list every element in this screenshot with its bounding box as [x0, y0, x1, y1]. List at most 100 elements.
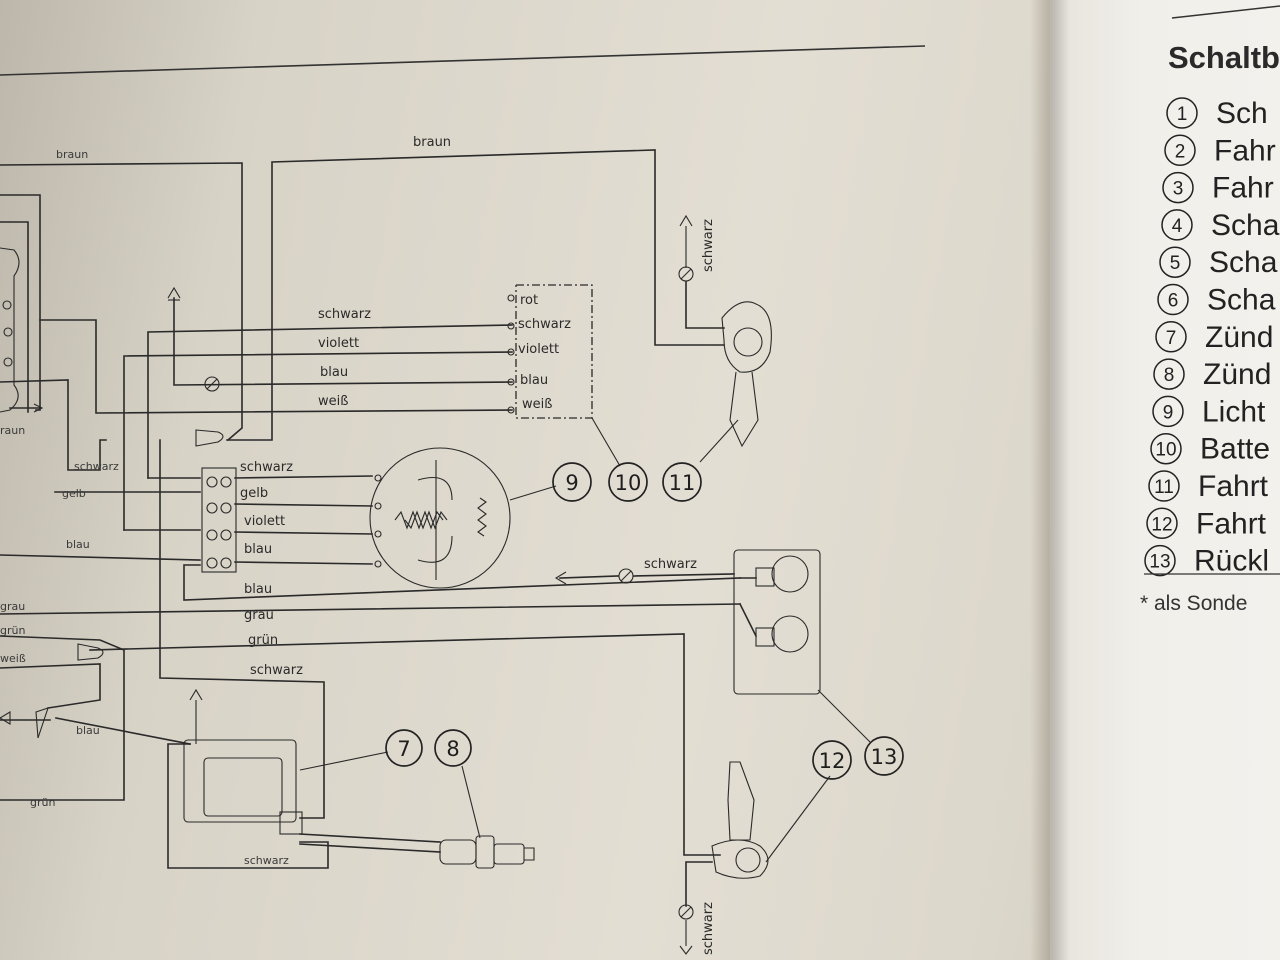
legend-item: 8 Zünd — [1153, 358, 1271, 391]
legend-number: 11 — [1154, 477, 1174, 498]
legend-item: 11 Fahrt — [1148, 470, 1269, 503]
callout-13: 13 — [864, 736, 904, 776]
legend-text: Fahrt — [1198, 470, 1269, 503]
label-weiss: weiß — [318, 394, 348, 409]
label-gruen: grün — [248, 633, 278, 648]
lower-wires — [0, 439, 741, 869]
label-gruen-left: grün — [0, 624, 25, 637]
terminal-weiss: weiß — [522, 397, 552, 412]
callout-8: 8 — [434, 729, 472, 767]
label-schwarz-bottom: schwarz — [244, 854, 289, 867]
turn-signal-front — [678, 214, 772, 448]
label-grau: grau — [244, 608, 274, 623]
legend-number-circle — [1148, 470, 1180, 502]
legend-number: 1 — [1177, 104, 1188, 125]
label-blau-lower: blau — [244, 582, 272, 597]
callout-leaders — [299, 417, 871, 863]
legend-item: 7 Zünd — [1155, 321, 1273, 354]
label-blau-bl: blau — [76, 724, 100, 737]
legend-number: 2 — [1175, 141, 1186, 162]
legend-title: Schaltb — [1168, 40, 1280, 75]
label-braun-left: braun — [56, 148, 88, 161]
legend-number: 7 — [1166, 328, 1177, 349]
spark-plug — [439, 835, 535, 869]
label-braun-cut: raun — [0, 424, 25, 437]
legend-text: Sch — [1216, 97, 1268, 130]
callout-7: 7 — [385, 729, 423, 767]
callout-11: 11 — [662, 462, 702, 502]
legend-number-circle — [1153, 358, 1185, 390]
svg-text:9: 9 — [565, 471, 578, 495]
label-schwarz: schwarz — [318, 307, 371, 322]
terminal-blau: blau — [520, 373, 548, 388]
label-grau-left: grau — [0, 600, 25, 613]
label-blau: blau — [320, 365, 348, 380]
legend-text: Fahr — [1212, 172, 1274, 205]
turn-signal-rear — [678, 761, 769, 955]
terminal-block-wires — [0, 467, 741, 601]
legend-text: Zünd — [1203, 358, 1271, 391]
battery-wires — [39, 286, 513, 531]
label-gelb-left: gelb — [62, 487, 86, 500]
legend-text: Fahrt — [1196, 507, 1267, 540]
label-violett: violett — [318, 336, 359, 351]
legend-number-circle — [1166, 97, 1198, 129]
right-page — [1050, 0, 1280, 960]
legend-number-circle — [1157, 283, 1189, 316]
svg-text:12: 12 — [819, 749, 846, 773]
label-braun-top: braun — [413, 135, 451, 150]
legend-number-circle — [1155, 321, 1187, 353]
label-schwarz-lamp: schwarz — [644, 557, 697, 572]
label-violett-tb: violett — [244, 514, 285, 529]
ignition-unit — [183, 739, 441, 853]
legend-number-circle — [1161, 209, 1193, 241]
legend-footnote: * als Sonde — [1140, 592, 1247, 615]
braun-wires — [0, 149, 725, 442]
legend-number-circle — [1146, 507, 1178, 540]
callout-10: 10 — [608, 462, 648, 502]
legend-item: 1 Sch — [1166, 97, 1268, 130]
legend-item: 3 Fahr — [1162, 172, 1274, 205]
label-schwarz-top-right: schwarz — [701, 219, 716, 272]
legend-number: 5 — [1170, 253, 1181, 274]
label-gelb-tb: gelb — [240, 486, 268, 501]
legend-number: 3 — [1173, 179, 1184, 200]
legend-text: Batte — [1200, 433, 1270, 466]
legend-number: 8 — [1164, 365, 1175, 386]
legend-number-circle — [1159, 246, 1191, 278]
legend-text: Scha — [1211, 209, 1280, 242]
legend-item: 10 Batte — [1150, 433, 1270, 466]
label-schwarz-tb: schwarz — [240, 460, 293, 475]
svg-text:10: 10 — [615, 471, 642, 495]
callout-12: 12 — [812, 740, 852, 780]
legend-number: 10 — [1155, 440, 1176, 461]
book-gutter — [1030, 0, 1070, 960]
legend-item: 12 Fahrt — [1146, 507, 1267, 540]
legend-number: 12 — [1151, 514, 1172, 535]
tail-lamp — [554, 549, 821, 695]
label-schwarz-cut: schwarz — [74, 460, 119, 473]
light-generator — [369, 447, 511, 589]
wire-labels: braun braun raun schwarz violett blau we… — [0, 135, 716, 955]
svg-text:11: 11 — [669, 471, 696, 495]
legend-number-circle — [1164, 134, 1196, 167]
terminal-violett: violett — [518, 342, 559, 357]
svg-text:13: 13 — [871, 745, 898, 769]
battery-terminal-labels: rot schwarz violett blau weiß — [518, 293, 571, 412]
legend-text: Scha — [1209, 246, 1278, 279]
terminal-block — [201, 467, 237, 573]
terminal-schwarz: schwarz — [518, 317, 571, 332]
label-schwarz-bottom-right: schwarz — [701, 902, 716, 955]
legend-number: 9 — [1163, 402, 1174, 423]
header-rule — [0, 45, 926, 76]
legend-number: 4 — [1172, 216, 1183, 237]
callout-9: 9 — [552, 462, 592, 502]
legend-number: 13 — [1149, 552, 1170, 573]
legend-text: Zünd — [1205, 321, 1273, 354]
legend-number-circle — [1152, 395, 1184, 428]
